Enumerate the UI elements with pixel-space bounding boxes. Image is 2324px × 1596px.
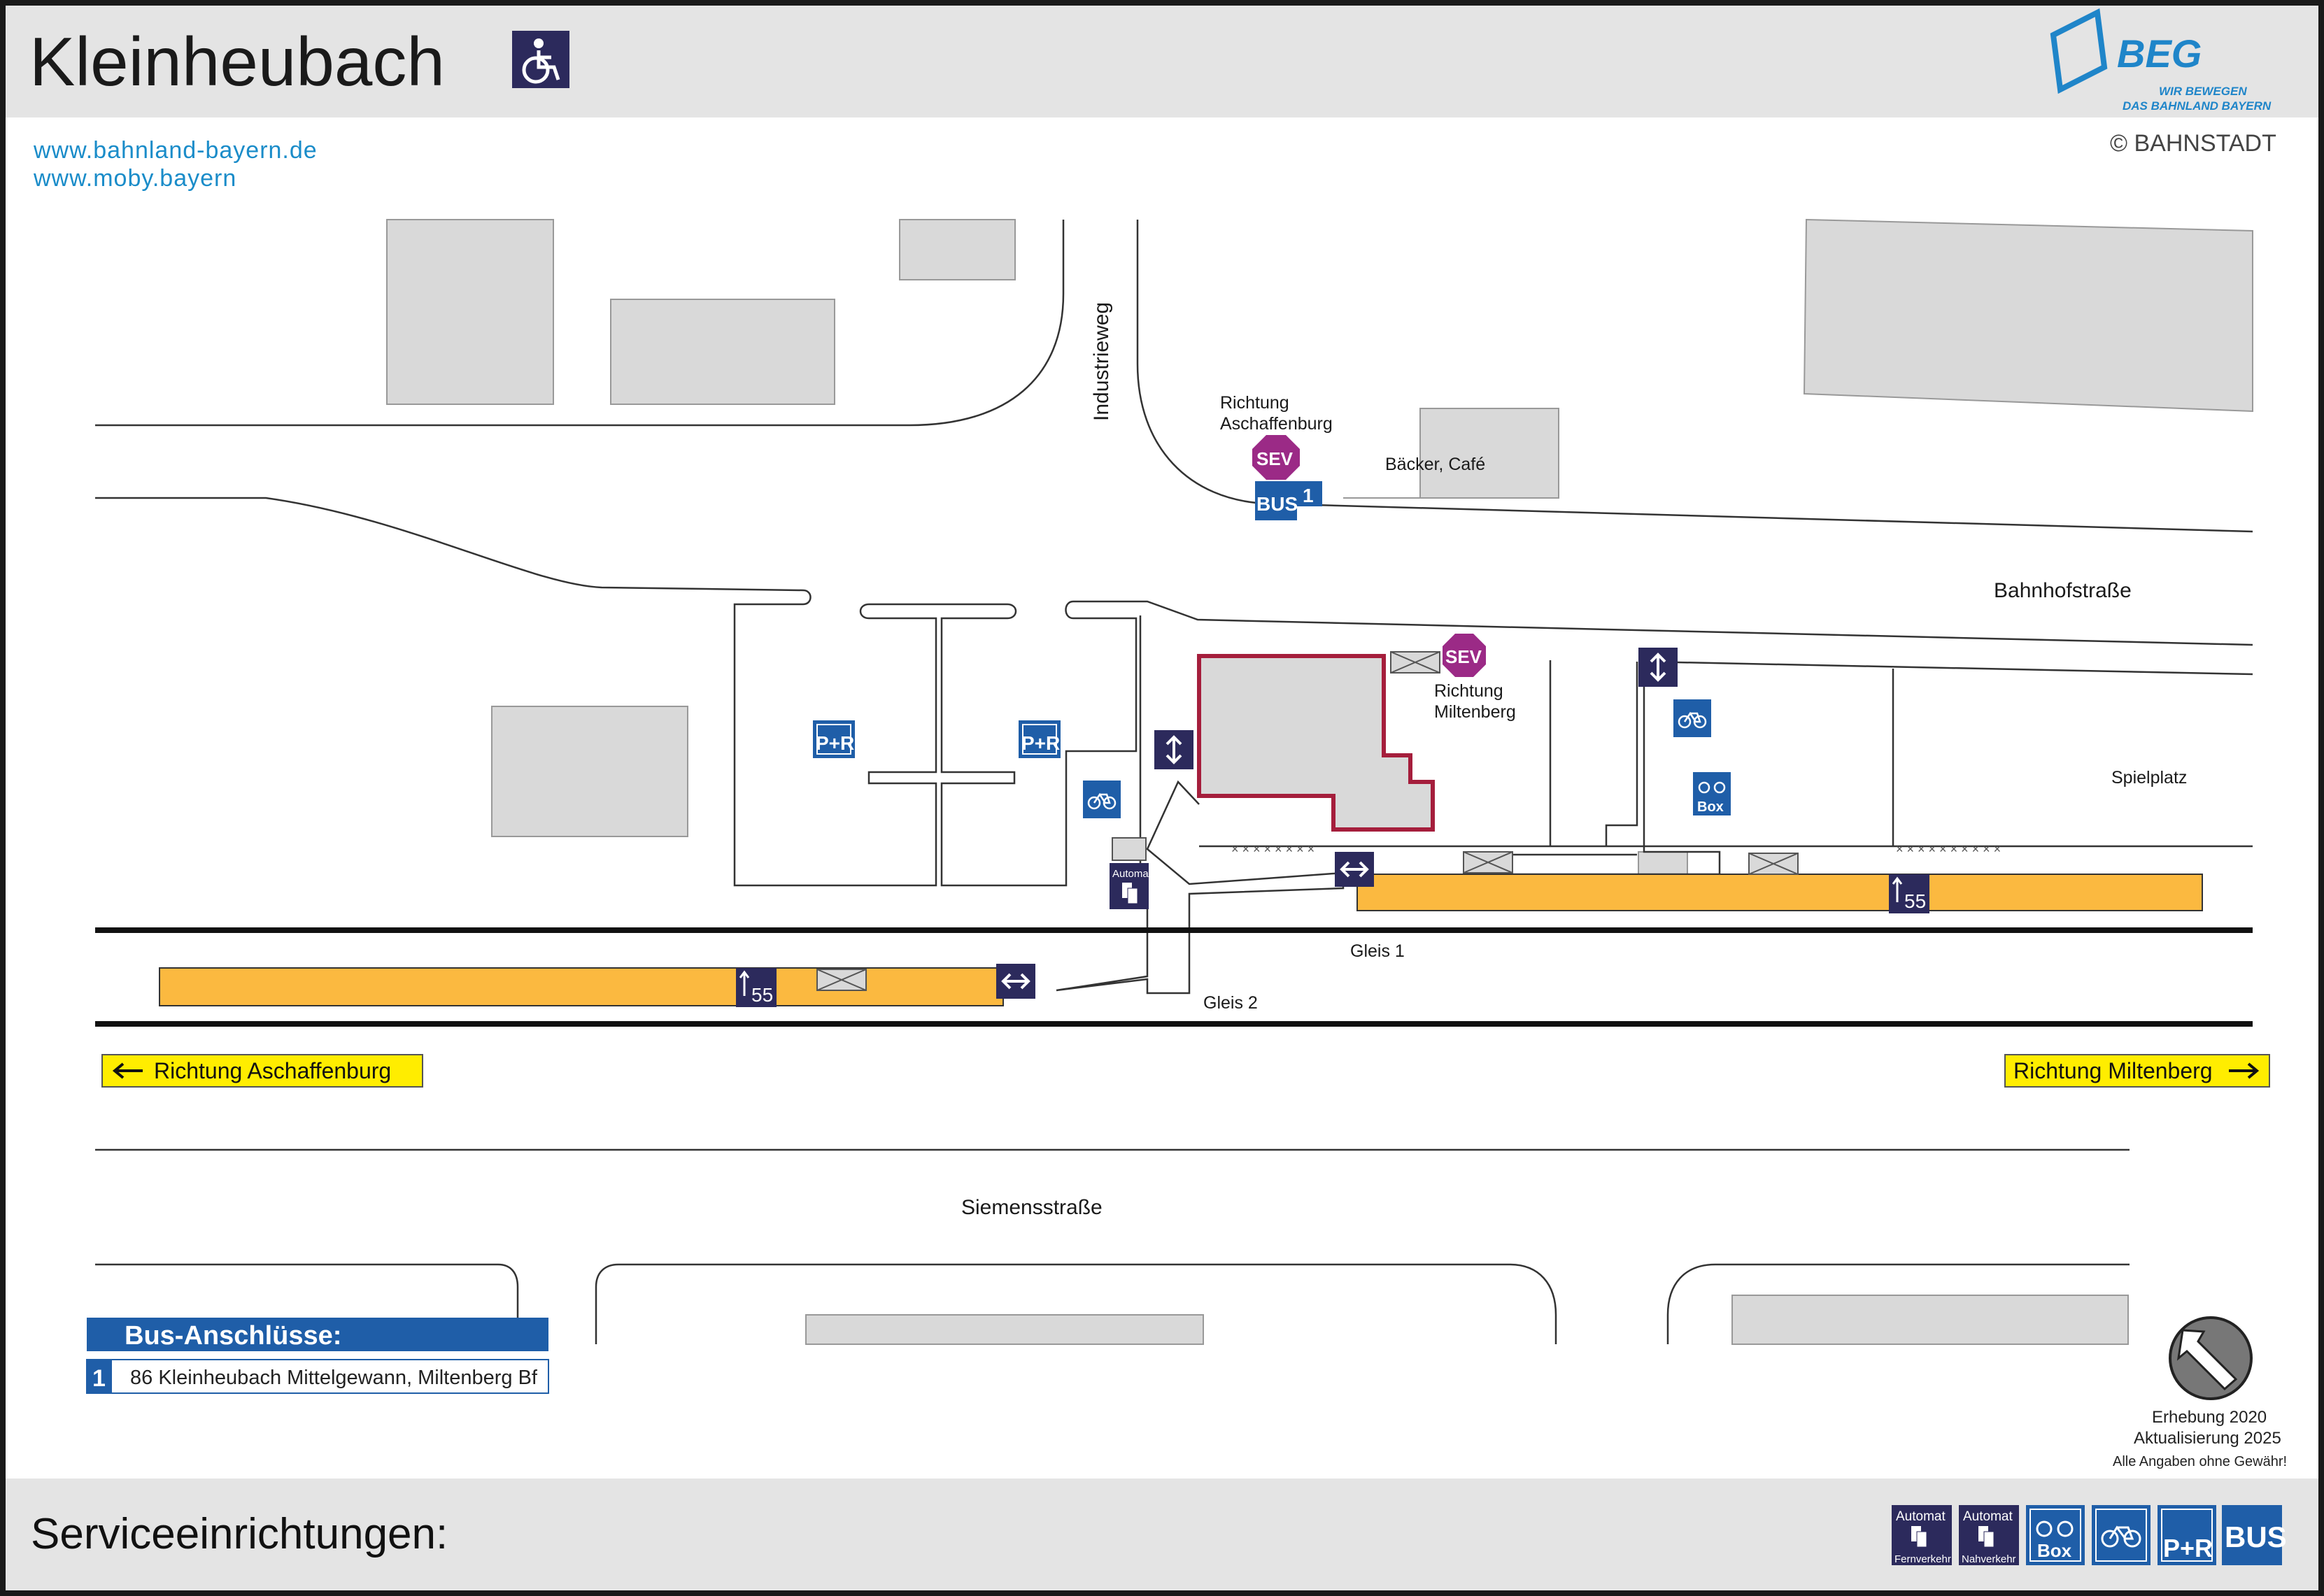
service-ticket-machine-long-distance-icon: Automat Fernverkehr (1892, 1505, 1952, 1565)
place-baecker-cafe: Bäcker, Café (1385, 455, 1485, 474)
building (386, 219, 554, 405)
survey-update: Aktualisierung 2025 (2134, 1429, 2281, 1448)
building (1803, 218, 2253, 413)
park-and-ride-icon: P+R (813, 720, 855, 758)
platform-height-value: 55 (751, 984, 773, 1006)
bus-connections-title: Bus-Anschlüsse: (125, 1321, 341, 1351)
platform-height-gleis-1: 55 (1889, 874, 1929, 913)
service-label: Fernverkehr (1894, 1553, 1951, 1565)
track-gleis-2 (95, 1021, 2253, 1027)
park-and-ride-icon: P+R (1019, 720, 1061, 758)
service-title: Serviceeinrichtungen: (31, 1510, 448, 1558)
building (1731, 1295, 2129, 1345)
bus-route-number: 1 (92, 1365, 106, 1392)
link-moby-bayern[interactable]: www.moby.bayern (33, 165, 236, 192)
street-bahnhofstrasse: Bahnhofstraße (1994, 579, 2132, 602)
bicycle-parking-icon (1082, 779, 1122, 820)
sev-direction-2-line-1: Richtung (1434, 681, 1503, 701)
direction-sign-aschaffenburg: Richtung Aschaffenburg (101, 1054, 423, 1088)
level-access-icon (995, 962, 1037, 1000)
station-building (1197, 654, 1435, 832)
bike-box-icon: Box (1693, 772, 1731, 815)
building (491, 706, 688, 837)
bus-connections-box: Bus-Anschlüsse: 1 86 Kleinheubach Mittel… (86, 1318, 549, 1394)
bicycle-parking-icon (1672, 698, 1713, 739)
platform-gleis-1 (1356, 874, 2203, 911)
beg-logo: BEG WIR BEWEGEN DAS BAHNLAND BAYERN (2050, 8, 2272, 113)
place-spielplatz: Spielplatz (2111, 768, 2187, 788)
service-ticket-machine-regional-icon: Automat Nahverkehr (1959, 1505, 2019, 1565)
survey-disclaimer: Alle Angaben ohne Gewähr! (2113, 1454, 2287, 1469)
beg-tagline-1: WIR BEWEGEN (2159, 85, 2247, 98)
beg-tagline-2: DAS BAHNLAND BAYERN (2123, 99, 2272, 113)
service-label: Automat (1896, 1509, 1946, 1524)
svg-text:× × × × × × × ×: × × × × × × × × (1231, 842, 1315, 856)
sev-label: SEV (1445, 646, 1482, 667)
shelter (1463, 851, 1513, 874)
service-label: BUS (2225, 1520, 2287, 1553)
shelter (1748, 853, 1799, 875)
street-industrieweg: Industrieweg (1090, 302, 1113, 421)
passage (1056, 780, 1345, 995)
bus-stop-icon: BUS 1 (1255, 481, 1322, 520)
building-baecker (1343, 408, 1559, 499)
link-bahnland-bayern[interactable]: www.bahnland-bayern.de (33, 137, 318, 164)
sev-direction-1-line-2: Aschaffenburg (1220, 414, 1333, 434)
beg-logo-text: BEG (2117, 31, 2202, 76)
platform-gleis-2 (159, 967, 1004, 1006)
bike-box-label: Box (1697, 799, 1724, 815)
street-outlines (95, 220, 2253, 1344)
gleis-2-label: Gleis 2 (1203, 993, 1258, 1013)
wheelchair-icon (512, 31, 569, 88)
service-label: Box (2037, 1540, 2072, 1561)
sev-stop-icon: SEV (1252, 435, 1300, 480)
track-gleis-1 (95, 927, 2253, 933)
sev-label: SEV (1256, 448, 1294, 469)
shelter (816, 969, 867, 991)
direction-right-label: Richtung Miltenberg (2013, 1058, 2213, 1083)
level-access-icon (1333, 850, 1375, 888)
stairs-updown-icon (1637, 646, 1679, 688)
north-arrow-icon (2169, 1316, 2253, 1400)
service-label: Automat (1963, 1509, 2013, 1524)
pr-label: P+R (1021, 732, 1060, 754)
service-bicycle-parking-icon (2092, 1505, 2151, 1565)
platform-height-gleis-2: 55 (736, 968, 777, 1007)
station-title: Kleinheubach (29, 23, 445, 100)
ticket-machine-label: Automat (1112, 868, 1152, 880)
direction-left-label: Richtung Aschaffenburg (154, 1058, 391, 1083)
fence-marks: × × × × × × × × × × × × × × × × × × (1231, 842, 2001, 856)
bus-stop-label: BUS (1256, 493, 1298, 515)
direction-sign-miltenberg: Richtung Miltenberg (2004, 1054, 2270, 1088)
building (805, 1314, 1204, 1345)
sev-direction-1-line-1: Richtung (1220, 393, 1289, 413)
platform-height-value: 55 (1904, 890, 1926, 912)
service-bus-icon: BUS (2222, 1505, 2287, 1565)
service-label: Nahverkehr (1962, 1553, 2016, 1565)
survey-year: Erhebung 2020 (2152, 1408, 2267, 1427)
bus-stop-number: 1 (1303, 485, 1314, 506)
service-label: P+R (2163, 1534, 2213, 1562)
pr-label: P+R (816, 732, 854, 754)
building (1638, 851, 1688, 875)
service-park-and-ride-icon: P+R (2158, 1505, 2216, 1565)
bus-route-text: 86 Kleinheubach Mittelgewann, Miltenberg… (130, 1367, 538, 1389)
ticket-machine-icon: Automat (1110, 837, 1152, 909)
header-bar (6, 6, 2318, 117)
gleis-1-label: Gleis 1 (1350, 941, 1405, 961)
buildings (386, 218, 2253, 1345)
sev-stop-icon: SEV (1443, 634, 1486, 677)
street-siemensstrasse: Siemensstraße (961, 1196, 1103, 1219)
sev-direction-2-line-2: Miltenberg (1434, 702, 1516, 722)
stairs-updown-icon (1153, 729, 1195, 771)
building (610, 299, 835, 405)
svg-text:× × × × × × × ×: × × × × × × × × × × (1896, 842, 2001, 856)
shelter (1390, 651, 1440, 674)
service-bike-box-icon: Box (2026, 1505, 2085, 1565)
building (899, 219, 1016, 280)
copyright-bahnstadt: © BAHNSTADT (2110, 130, 2276, 157)
